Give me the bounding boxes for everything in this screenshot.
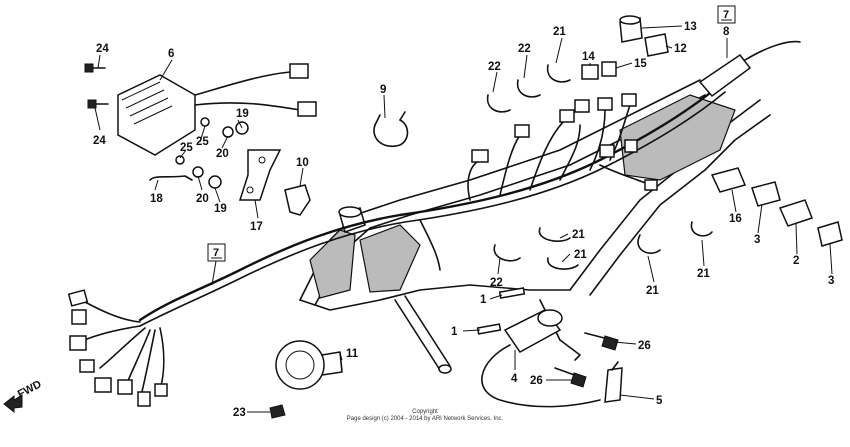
callout-20-bottom: 20 (196, 193, 209, 205)
callout-25-right: 25 (196, 136, 209, 148)
callout-7-left: 7 (213, 247, 219, 259)
part-4-ignition-coil (481, 309, 601, 408)
part-3-connector-a (751, 181, 781, 207)
callout-leaders (94, 25, 833, 413)
callout-21-mid-a: 21 (572, 229, 585, 241)
callout-22-mid: 22 (518, 43, 531, 55)
callout-16: 16 (729, 213, 742, 225)
callout-21-mid-b: 21 (574, 249, 587, 261)
callout-19-bottom: 19 (214, 203, 227, 215)
part-11-horn (275, 340, 343, 390)
boxed-callout-7-left: 7 (207, 243, 226, 286)
copyright-text: Page design (c) 2004 - 2014 by ARI Netwo… (346, 416, 504, 422)
part-2-relay (778, 199, 813, 227)
callout-21-right: 21 (697, 268, 710, 280)
part-16-relay (710, 167, 747, 193)
upper-connectors (471, 93, 658, 191)
callout-17: 17 (250, 221, 263, 233)
callout-numbers: 24 24 6 25 19 20 25 20 19 18 17 10 9 22 … (93, 21, 834, 419)
callout-9: 9 (380, 84, 386, 96)
left-connectors (67, 289, 168, 407)
callout-7-top: 7 (723, 9, 729, 21)
part-24-bolts (84, 63, 109, 109)
main-wire-harness (79, 40, 801, 401)
callout-21-top: 21 (553, 26, 566, 38)
callout-22-left: 22 (488, 61, 501, 73)
callout-26-bottom: 26 (530, 375, 543, 387)
copyright-title: Copyright (412, 409, 438, 415)
part-6-regulator-rectifier (117, 63, 317, 156)
callout-1-lower: 1 (451, 326, 458, 338)
callout-3-left: 3 (754, 234, 760, 246)
boxed-callout-7-top: 7 (717, 5, 736, 24)
part-21-22-bands (486, 64, 713, 270)
callout-11: 11 (346, 348, 359, 360)
callout-24-bottom: 24 (93, 135, 106, 147)
callout-5: 5 (656, 395, 663, 407)
callout-22-bottom: 22 (490, 277, 503, 289)
fwd-arrow-icon (3, 394, 23, 414)
callout-10: 10 (296, 157, 309, 169)
callout-13: 13 (684, 21, 697, 33)
callout-2: 2 (793, 255, 799, 267)
part-10-clamp (284, 184, 311, 216)
callout-19-top: 19 (236, 108, 249, 120)
part-17-bracket (238, 149, 282, 201)
callout-23: 23 (233, 407, 246, 419)
forward-direction-indicator: FWD (3, 378, 44, 414)
callout-25-left: 25 (180, 142, 193, 154)
part-14-15-connectors (581, 61, 617, 80)
fwd-label: FWD (16, 378, 44, 400)
part-9-band (373, 111, 409, 147)
callout-1-upper: 1 (480, 294, 487, 306)
part-5-plug-cap (604, 361, 623, 403)
part-23-bolt (269, 404, 286, 419)
callout-12: 12 (674, 43, 687, 55)
part-12-13-sockets (619, 15, 669, 57)
callout-15: 15 (634, 58, 647, 70)
callout-20-top: 20 (216, 148, 229, 160)
callout-3-right: 3 (828, 275, 834, 287)
callout-24-top: 24 (96, 43, 109, 55)
callout-6: 6 (168, 48, 174, 60)
callout-8: 8 (723, 26, 730, 38)
callout-21-bottom: 21 (646, 285, 659, 297)
part-3-connector-b (817, 221, 843, 247)
callout-4: 4 (511, 373, 518, 385)
callout-18: 18 (150, 193, 163, 205)
copyright-footer: Copyright Page design (c) 2004 - 2014 by… (0, 409, 850, 423)
part-18-bracket (149, 175, 193, 181)
callout-26-right: 26 (638, 340, 651, 352)
callout-14: 14 (582, 51, 595, 63)
